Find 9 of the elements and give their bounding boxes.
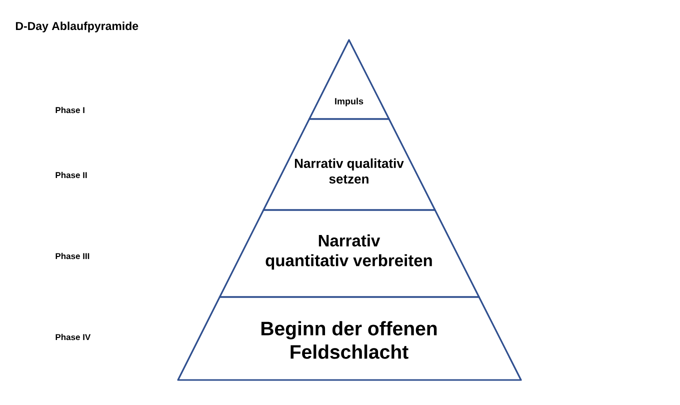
phase-label: Phase III (56, 252, 90, 260)
pyramid-level: Impuls (308, 39, 390, 120)
title: D-Day Ablaufpyramide (16, 22, 138, 32)
pyramid-level: Beginn der offenen Feldschlacht (177, 296, 522, 381)
phase-label: Phase IV (56, 334, 91, 340)
phase-label: Phase I (56, 106, 84, 114)
pyramid-level: Narrativ quantitativ verbreiten (218, 209, 480, 298)
phase-label: Phase II (56, 172, 87, 178)
pyramid-level: Narrativ qualitativ setzen (262, 118, 436, 211)
